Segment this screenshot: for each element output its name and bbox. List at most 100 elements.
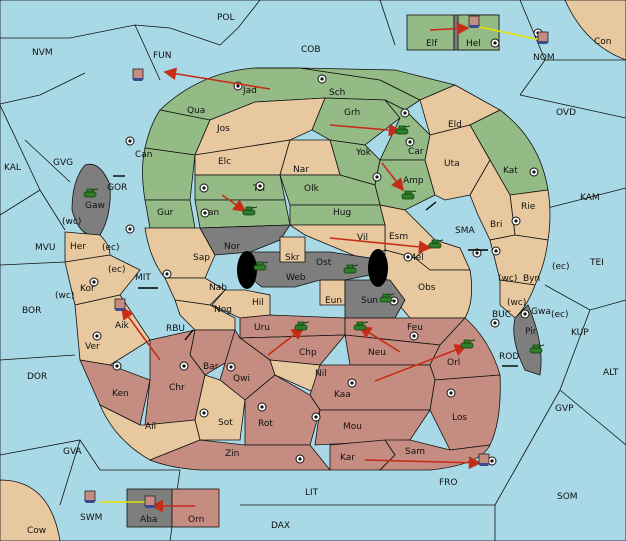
province-nab[interactable] (164, 277, 226, 306)
army-unit-icon (83, 188, 99, 198)
svg-text:Nor: Nor (224, 242, 240, 252)
impassable-west (237, 251, 257, 289)
province-obs[interactable] (384, 249, 473, 319)
supply-center-dot-core (236, 84, 240, 88)
svg-text:Aik: Aik (115, 321, 130, 331)
svg-text:Bri: Bri (490, 220, 502, 230)
province-skr[interactable] (279, 236, 306, 263)
province-orn[interactable] (171, 488, 220, 528)
supply-center-dot-core (449, 391, 453, 395)
supply-center-dot-core (406, 255, 410, 259)
svg-text:Obs: Obs (418, 283, 436, 293)
svg-text:Web: Web (286, 273, 306, 283)
label-alt: ALT (603, 368, 619, 378)
svg-text:(wc): (wc) (498, 274, 517, 284)
svg-text:Jad: Jad (242, 86, 257, 96)
supply-center-dot-core (475, 251, 479, 255)
province-pir[interactable] (513, 304, 542, 376)
svg-text:(ec): (ec) (551, 310, 569, 320)
army-unit-icon (343, 264, 359, 274)
svg-text:Qua: Qua (187, 106, 205, 116)
province-rie[interactable] (509, 189, 551, 241)
supply-center-dot-core (128, 227, 132, 231)
supply-center-dot-core (493, 321, 497, 325)
supply-center-dot-core (128, 139, 132, 143)
army-unit-icon (353, 321, 369, 331)
supply-center-dot-core (514, 219, 518, 223)
svg-text:Gwa: Gwa (531, 307, 551, 317)
army-unit-icon (379, 293, 395, 303)
label-dax: DAX (271, 521, 290, 531)
fleet-unit-icon (84, 490, 96, 503)
province-kaa[interactable] (309, 364, 436, 411)
svg-text:Kor: Kor (80, 284, 95, 294)
svg-text:Rot: Rot (258, 419, 273, 429)
label-mvu: MVU (35, 243, 56, 253)
supply-center-dot-core (493, 41, 497, 45)
svg-text:Qwi: Qwi (233, 374, 250, 384)
coast-labels: (wc) (ec) (ec) (wc) (wc) (ec) (ec) (wc) (55, 217, 570, 320)
svg-text:Hug: Hug (333, 208, 351, 218)
province-kor[interactable] (64, 254, 141, 306)
label-fro: FRO (439, 478, 458, 488)
grey-province-labels: Skr Ost Web Sun Pir (285, 253, 537, 337)
svg-text:Neu: Neu (368, 348, 386, 358)
province-sap[interactable] (144, 227, 216, 279)
supply-center-dot-core (258, 184, 262, 188)
supply-center-dot-core (202, 411, 206, 415)
province-nar[interactable] (279, 139, 341, 176)
impassable-east (368, 249, 388, 287)
label-ovd: OVD (556, 108, 576, 118)
fleet-unit-icon (144, 495, 156, 508)
label-cob: COB (301, 45, 321, 55)
svg-text:Kaa: Kaa (334, 390, 351, 400)
army-unit-icon (294, 321, 310, 331)
label-lit: LIT (305, 488, 319, 498)
supply-center-dot-core (320, 77, 324, 81)
svg-text:Sot: Sot (218, 418, 233, 428)
province-elf[interactable] (406, 14, 455, 51)
label-gvp: GVP (555, 404, 574, 414)
supply-center-dot-core (490, 459, 494, 463)
army-unit-icon (253, 261, 269, 271)
label-buc: BUC (492, 310, 511, 320)
province-nor[interactable] (199, 224, 291, 256)
sea-labels: POL NVM FUN COB Con NOM OVD KAL GVG GOR … (4, 13, 619, 536)
province-zin[interactable] (148, 439, 331, 471)
svg-text:Elf: Elf (426, 39, 438, 49)
supply-center-dot-core (165, 272, 169, 276)
label-kup: KUP (571, 328, 589, 338)
supply-center-dot-core (95, 334, 99, 338)
svg-text:Sch: Sch (329, 88, 345, 98)
svg-text:Kat: Kat (503, 166, 518, 176)
svg-text:Nog: Nog (214, 305, 232, 315)
svg-text:Olk: Olk (304, 184, 320, 194)
svg-text:Nil: Nil (315, 369, 327, 379)
convoy-arrows (113, 175, 518, 367)
province-tel[interactable] (194, 174, 286, 201)
supply-center-dot-core (412, 334, 416, 338)
svg-text:Nab: Nab (209, 283, 227, 293)
label-bor: BOR (22, 306, 41, 316)
svg-text:Chr: Chr (169, 383, 185, 393)
supply-center-dot-core (350, 381, 354, 385)
province-ail[interactable] (99, 404, 201, 461)
province-olk[interactable] (279, 174, 381, 206)
svg-text:Eun: Eun (325, 296, 342, 306)
supply-center-dot-core (314, 415, 318, 419)
supply-center-dot-core (408, 140, 412, 144)
label-nvm: NVM (32, 48, 53, 58)
fleet-unit-icon (132, 68, 144, 81)
label-kal: KAL (4, 163, 21, 173)
fleet-unit-icon (468, 15, 480, 28)
supply-center-dot-core (532, 170, 536, 174)
svg-text:Elc: Elc (218, 157, 231, 167)
supply-center-dot-core (298, 457, 302, 461)
svg-text:Pir: Pir (525, 327, 537, 337)
army-unit-icon (242, 206, 258, 216)
army-unit-icon (428, 239, 444, 249)
svg-text:Gaw: Gaw (85, 201, 105, 211)
red-province-labels: Uru Feu Chp Neu Orl Bar Qwi Nil Kaa Los … (112, 321, 467, 525)
province-ken[interactable] (79, 359, 151, 426)
